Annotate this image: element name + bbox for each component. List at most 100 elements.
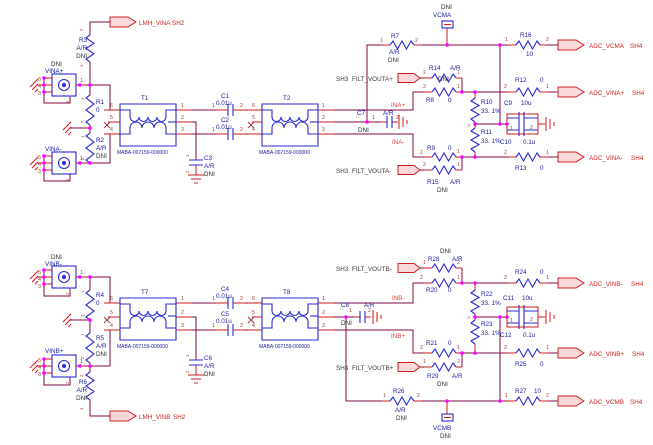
junction-dot [88,161,92,165]
label-r27-240: R27 [515,388,527,395]
junction-dot [460,90,464,94]
label-dni-192: DNI [440,248,451,255]
port-filt-voutb-minus [397,263,421,273]
junction-dot [88,126,92,130]
label-dni-239: DNI [440,433,451,440]
label-0.01u-42: 0.01u [216,124,232,131]
label-2-40: 2 [240,103,243,109]
label-a-r-236: A/R [395,407,406,414]
label-0-219: 0 [448,340,452,347]
junction-dot [473,351,477,355]
label-2-243: 2 [546,393,549,399]
junction-dot [42,357,46,361]
label-r20-199: R20 [426,287,438,294]
label-5-24: 5 [38,155,41,161]
label-c7-58: C7 [357,110,366,117]
transformer-t2 [261,103,319,147]
junction-dot [42,161,46,165]
label-adc_vina--116: ADC_VINA- [589,155,623,162]
label-dni-122: DNI [437,187,448,194]
label-4-156: 4 [110,323,113,329]
label-2-118: 2 [423,162,426,168]
no-connect-icons [103,121,255,324]
label-2-28: 2 [65,178,70,181]
label-sh2-1: SH2 [172,20,185,27]
label-r23-210: R23 [481,321,493,328]
label-4-10: 4 [38,84,41,90]
label-33.-1%-98: 33. 1% [481,108,501,115]
junction-dot [88,318,92,322]
label-dni-237: DNI [396,415,407,422]
junction-dot [42,168,46,172]
label-dni-5: DNI [76,53,87,60]
label-a-r-170: A/R [204,363,215,370]
transformer-t1 [119,103,177,147]
label-sh4-96: SH4 [632,90,645,97]
label-2-13: 2 [65,100,70,103]
label-sh4-227: SH4 [632,351,645,358]
label-c10-106: C10 [500,139,512,146]
label-1-115: 1 [546,150,549,156]
label-4-33: 4 [110,127,113,133]
label-4-25: 4 [38,162,41,168]
label-lmh_vina-0: LMH_VINA [139,20,171,27]
label-3-36: 3 [181,127,184,133]
label-filt_vouta--68: FILT_VOUTA- [352,168,391,175]
junction-dot [473,315,477,319]
junction-dot [498,399,502,403]
label-2-73: 2 [415,38,418,44]
label-dni-75: DNI [388,57,399,64]
port-filt-vouta-plus [397,73,421,83]
junction-dot [445,43,449,47]
label-2-144: 2 [65,381,70,384]
label-a-r-47: A/R [204,163,215,170]
label-sh3-67: SH3 [336,168,349,175]
label-1-119: 1 [457,162,460,168]
label-10u-213: 10u [522,295,533,302]
junction-dot [473,90,477,94]
label-1-204: 1 [546,275,549,281]
label-sh4-117: SH4 [631,155,644,162]
label-4-177: 4 [252,323,255,329]
label-5-125: 5 [38,270,41,276]
label-dni-7: DNI [51,61,62,68]
label-2-145: 2 [79,374,84,377]
label-1-14: 1 [80,97,85,100]
label-dni-21: DNI [96,153,107,160]
junction-dot [78,364,82,368]
label-t7-152: T7 [141,289,149,296]
label-ina--64: INA- [392,139,405,146]
label-1-60: 1 [372,115,375,121]
label-1-198: 1 [457,275,460,281]
label-1-143: 1 [80,359,83,365]
earth-ground-icons [188,158,204,384]
label-1-195: 1 [423,260,426,266]
label-0-109: 0 [448,145,452,152]
label-3-26: 3 [38,169,41,175]
label-4-54: 4 [252,127,255,133]
label-maba-007159-000000-174: MABA-007159-000000 [259,344,310,350]
junction-dot [365,120,369,124]
label-0.01u-38: 0.01u [216,100,232,107]
label-c5-164: C5 [221,311,230,318]
label-r1-15: R1 [96,99,105,106]
label-33.-1%-211: 33. 1% [481,330,501,337]
label-r6-146: R6 [79,379,88,386]
label-2-197: 2 [420,275,423,281]
label-a-r-59: A/R [383,110,394,117]
label-2-105: 2 [530,125,533,131]
connector-vina-plus [51,73,77,97]
label-2-87: 2 [423,84,426,90]
junction-dot [505,315,509,319]
resistor-zigzags-horizontal [389,39,541,407]
transformer-t8 [261,297,319,341]
label-a-r-121: A/R [450,179,461,186]
label-6-52: 6 [252,103,255,109]
port-filt-vouta-minus [397,165,421,175]
label-a-r-20: A/R [96,145,107,152]
label-3-142: 3 [38,372,41,378]
label-2-235: 2 [417,393,420,399]
label-1-18: 1 [80,135,85,138]
label-r8-89: R8 [426,97,435,104]
label-2-49: 2 [185,170,190,173]
